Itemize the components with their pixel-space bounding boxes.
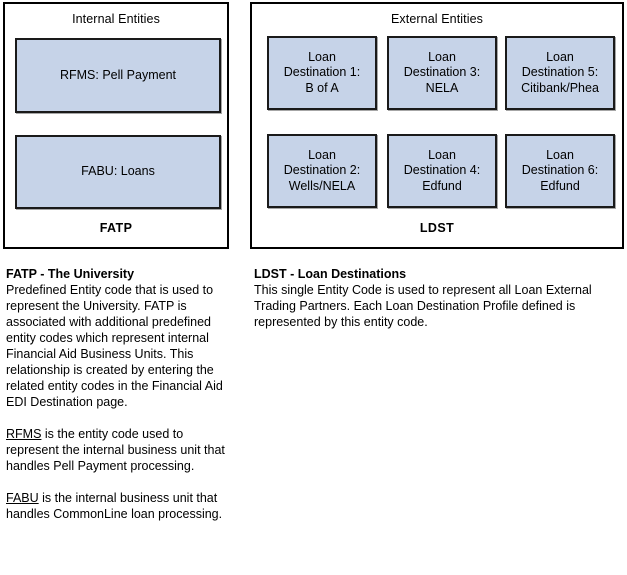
- fatp-description-heading: FATP - The University: [6, 267, 135, 281]
- external-entities-code: LDST: [419, 221, 455, 235]
- entity-box-loan-destination-6[interactable]: Loan Destination 6: Edfund: [505, 134, 615, 208]
- entity-box-fabu[interactable]: FABU: Loans: [15, 135, 221, 209]
- internal-entities-panel: Internal Entities RFMS: Pell Payment FAB…: [3, 2, 229, 249]
- entity-box-loan-destination-2-label: Loan Destination 2: Wells/NELA: [283, 147, 361, 193]
- rfms-description-paragraph: RFMS is the entity code used to represen…: [6, 426, 228, 474]
- entity-box-loan-destination-4-label: Loan Destination 4: Edfund: [403, 147, 481, 193]
- external-entities-title: External Entities: [390, 12, 484, 26]
- entity-box-loan-destination-1-label: Loan Destination 1: B of A: [283, 49, 361, 95]
- ldst-description-heading: LDST - Loan Destinations: [254, 267, 407, 281]
- external-entities-panel: External Entities Loan Destination 1: B …: [250, 2, 624, 249]
- rfms-term: RFMS: [6, 427, 42, 441]
- entity-box-loan-destination-2[interactable]: Loan Destination 2: Wells/NELA: [267, 134, 377, 208]
- ldst-description-body: This single Entity Code is used to repre…: [254, 283, 592, 329]
- entity-box-loan-destination-4[interactable]: Loan Destination 4: Edfund: [387, 134, 497, 208]
- entity-box-rfms[interactable]: RFMS: Pell Payment: [15, 38, 221, 113]
- rfms-description-body: is the entity code used to represent the…: [6, 427, 225, 473]
- internal-entities-code: FATP: [99, 221, 133, 235]
- entity-box-loan-destination-5-label: Loan Destination 5: Citibank/Phea: [521, 49, 599, 95]
- fatp-description-body: Predefined Entity code that is used to r…: [6, 283, 223, 409]
- entity-box-rfms-label: RFMS: Pell Payment: [59, 67, 176, 82]
- fatp-description-block: FATP - The University Predefined Entity …: [6, 266, 228, 522]
- entity-box-loan-destination-3[interactable]: Loan Destination 3: NELA: [387, 36, 497, 110]
- entity-box-fabu-label: FABU: Loans: [81, 164, 155, 179]
- entity-box-loan-destination-1[interactable]: Loan Destination 1: B of A: [267, 36, 377, 110]
- entity-box-loan-destination-6-label: Loan Destination 6: Edfund: [521, 147, 599, 193]
- entity-box-loan-destination-3-label: Loan Destination 3: NELA: [403, 49, 481, 95]
- fabu-term: FABU: [6, 491, 39, 505]
- fabu-description-body: is the internal business unit that handl…: [6, 491, 223, 521]
- fabu-description-paragraph: FABU is the internal business unit that …: [6, 490, 228, 522]
- internal-entities-title: Internal Entities: [72, 12, 160, 26]
- ldst-description-block: LDST - Loan Destinations This single Ent…: [254, 266, 626, 330]
- entity-box-loan-destination-5[interactable]: Loan Destination 5: Citibank/Phea: [505, 36, 615, 110]
